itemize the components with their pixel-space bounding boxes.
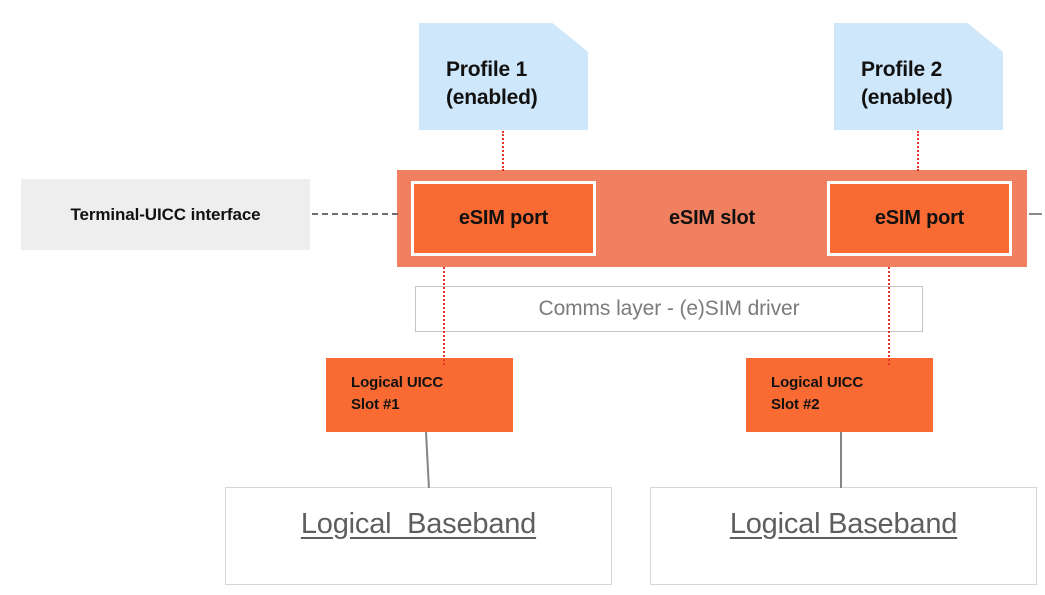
comms-layer-label: Comms layer - (e)SIM driver — [538, 297, 800, 320]
connector-port2-to-uicc-slot2 — [888, 267, 892, 365]
profile-note-1-label: Profile 1 (enabled) — [446, 58, 538, 109]
connector-uicc-slot2-to-baseband2 — [840, 432, 842, 488]
profile-note-2[interactable]: Profile 2 (enabled) — [834, 23, 1003, 130]
logical-uicc-slot-1-label: Logical UICC Slot #1 — [351, 374, 444, 413]
logical-uicc-slot-2[interactable]: Logical UICC Slot #2 — [746, 358, 933, 432]
esim-slot-band[interactable]: eSIM slot eSIM port eSIM port — [397, 170, 1027, 267]
esim-slot-label: eSIM slot — [669, 207, 755, 229]
comms-layer-box[interactable]: Comms layer - (e)SIM driver — [415, 286, 923, 332]
terminal-uicc-interface-box[interactable]: Terminal-UICC interface — [21, 179, 310, 250]
connector-profile1-to-port1 — [502, 131, 506, 171]
terminal-uicc-interface-label: Terminal-UICC interface — [70, 204, 261, 224]
connector-uicc-slot1-to-baseband1 — [425, 431, 430, 488]
logical-baseband-1[interactable]: Logical Baseband — [225, 487, 612, 585]
connector-profile2-to-port2 — [917, 131, 921, 171]
connector-terminal-to-slot — [312, 213, 398, 215]
connector-port1-to-uicc-slot1 — [443, 267, 447, 365]
logical-baseband-2-label: Logical Baseband — [729, 508, 958, 540]
logical-baseband-1-label: Logical Baseband — [300, 508, 537, 540]
esim-port-2[interactable]: eSIM port — [827, 181, 1012, 256]
connector-slot-right-stub — [1029, 213, 1042, 215]
logical-uicc-slot-1[interactable]: Logical UICC Slot #1 — [326, 358, 513, 432]
profile-note-2-label: Profile 2 (enabled) — [861, 58, 953, 109]
esim-port-1[interactable]: eSIM port — [411, 181, 596, 256]
profile-note-1[interactable]: Profile 1 (enabled) — [419, 23, 588, 130]
logical-baseband-2[interactable]: Logical Baseband — [650, 487, 1037, 585]
logical-uicc-slot-2-label: Logical UICC Slot #2 — [771, 374, 864, 413]
